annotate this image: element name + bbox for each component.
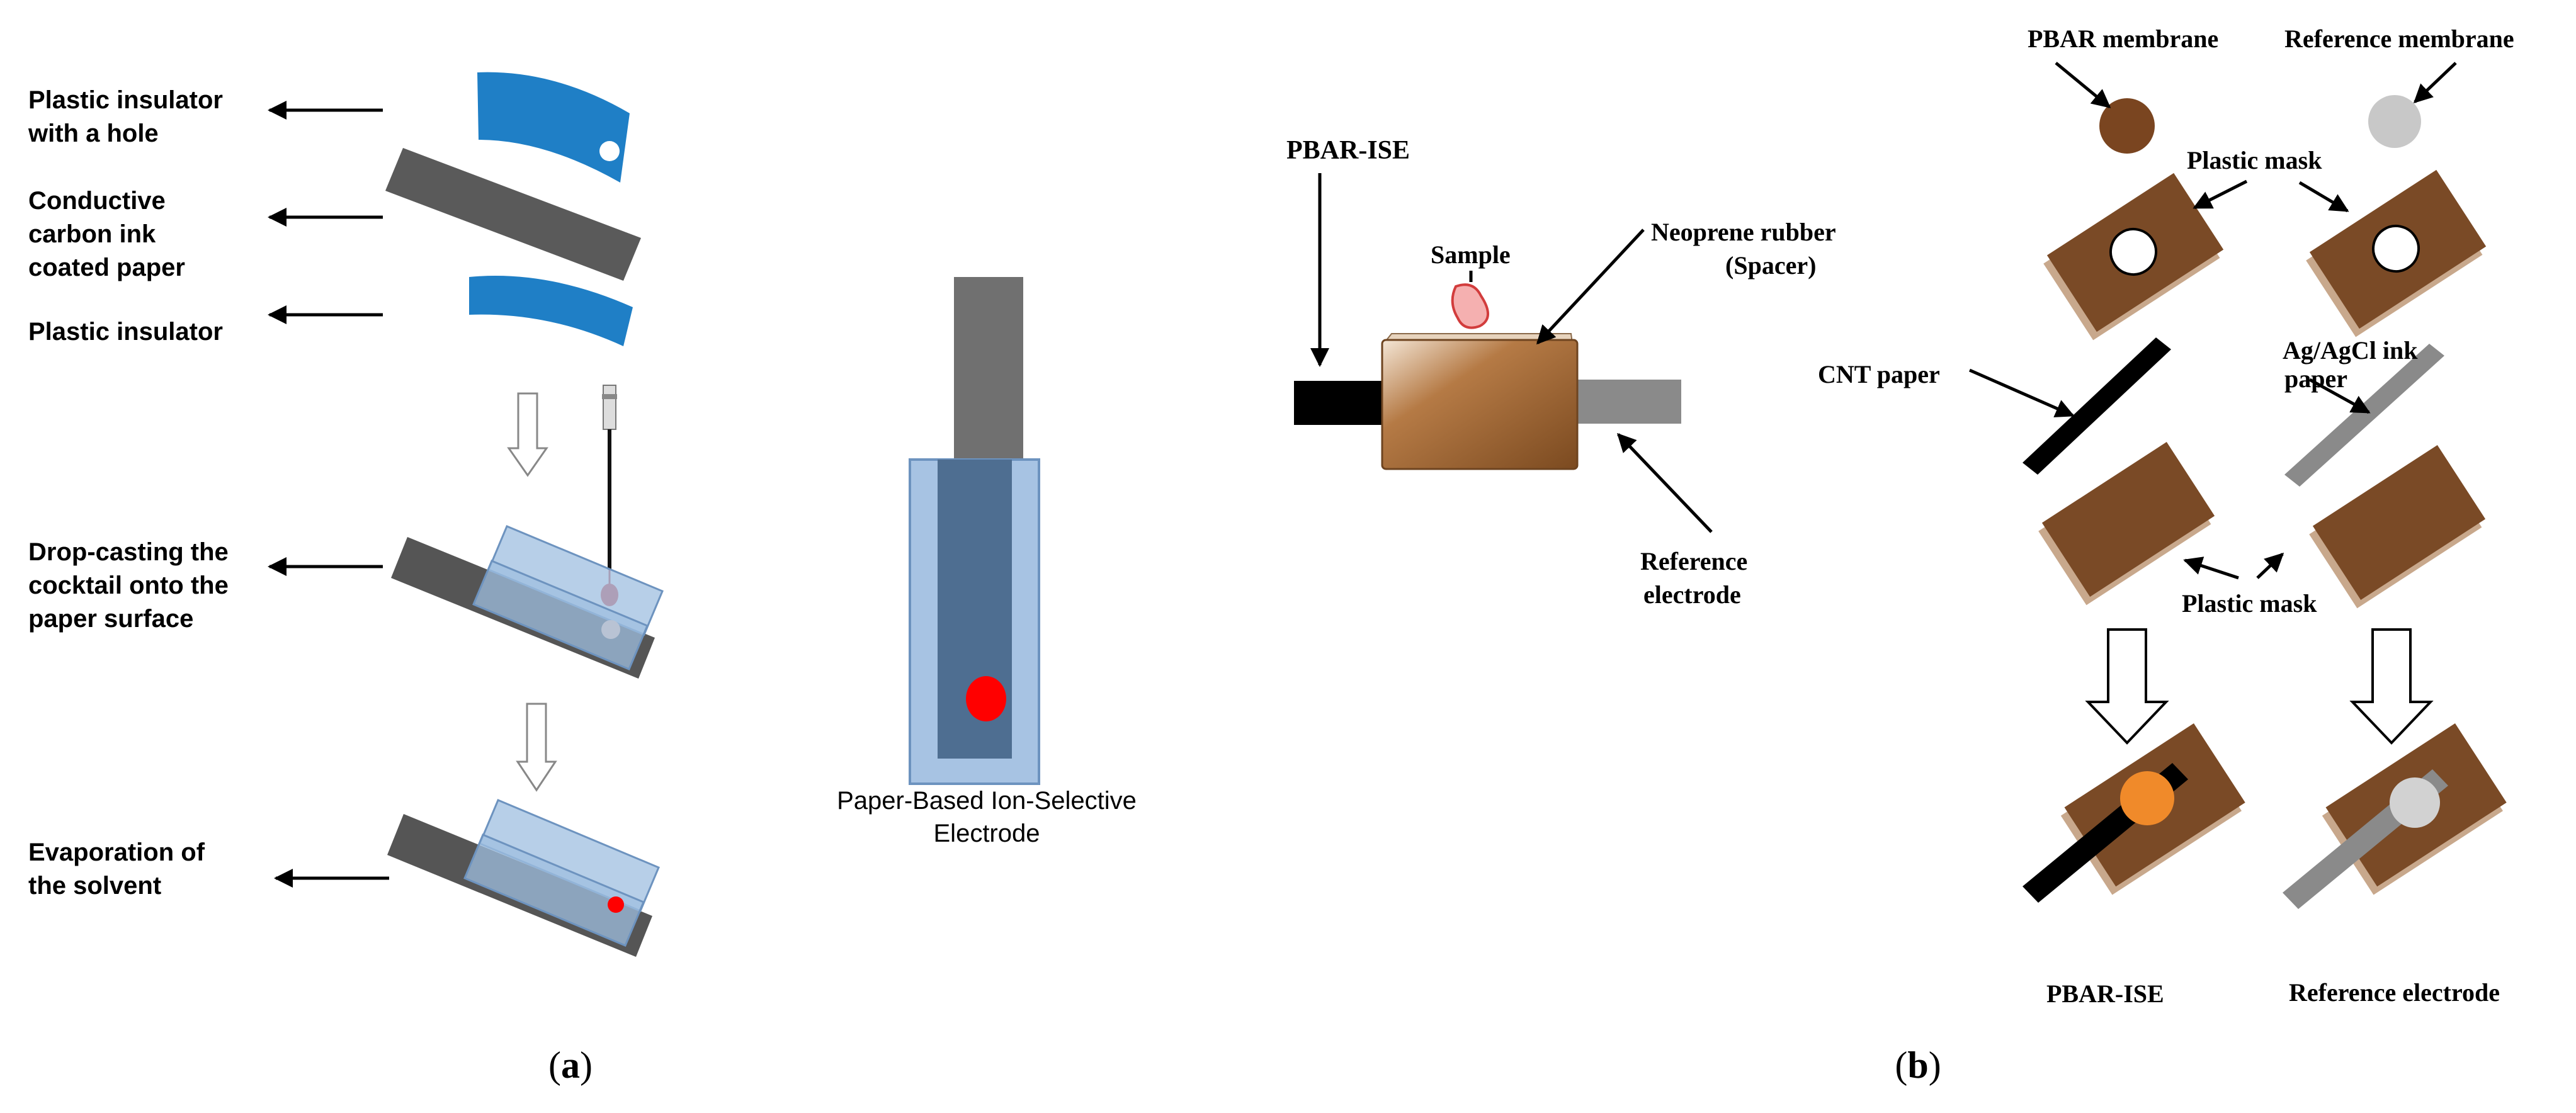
panel-label-a: (a) (548, 1044, 593, 1086)
pbar-ise-strip (1294, 381, 1388, 425)
panel-label-b: (b) (1895, 1044, 1941, 1086)
plastic-insulator-with-hole (477, 72, 630, 183)
label-carbon-paper-line3: coated paper (28, 254, 185, 281)
arrow-pbar-membrane (2055, 62, 2111, 108)
cocktail-spot (601, 620, 620, 639)
reference-membrane-applied (2390, 777, 2440, 828)
cnt-paper-strip (2023, 337, 2171, 475)
device-caption-line2: Electrode (934, 820, 1040, 847)
label-insulator-hole-line2: with a hole (28, 120, 159, 147)
panel-b: PBAR-ISE Sample Neoprene rubber (Spacer)… (1286, 25, 2514, 1086)
arrow-reference-electrode (1616, 432, 1713, 533)
arrow-plastic-mask-bottom-left (2183, 556, 2239, 580)
down-arrow-2 (516, 703, 557, 792)
label-agcl-line2: paper (2284, 364, 2347, 393)
label-plastic-mask-bottom: Plastic mask (2182, 589, 2317, 618)
arrow-reference-membrane (2413, 62, 2457, 104)
label-result-reference: Reference electrode (2289, 978, 2500, 1007)
label-plastic-mask-top: Plastic mask (2187, 146, 2322, 174)
label-reference-membrane: Reference membrane (2284, 25, 2514, 53)
down-arrow-1 (507, 392, 548, 477)
label-reference-line2: electrode (1643, 580, 1741, 609)
arrow-spacer (1536, 229, 1645, 345)
label-result-pbar: PBAR-ISE (2046, 980, 2164, 1008)
label-dropcast-line1: Drop-casting the (28, 538, 229, 566)
label-sample: Sample (1431, 240, 1511, 269)
label-dropcast-line3: paper surface (28, 605, 193, 633)
label-spacer-line2: (Spacer) (1725, 251, 1816, 280)
label-spacer-line1: Neoprene rubber (1651, 218, 1836, 246)
pbar-membrane (2099, 98, 2155, 154)
neoprene-spacer (1381, 339, 1579, 470)
label-carbon-paper-line2: carbon ink (28, 220, 156, 248)
label-pbar-membrane: PBAR membrane (2028, 25, 2218, 53)
pbar-membrane-applied (2120, 771, 2174, 825)
label-reference-line1: Reference (1640, 547, 1747, 575)
reference-membrane (2368, 95, 2421, 148)
label-carbon-paper-line1: Conductive (28, 187, 166, 215)
carbon-ink-paper (385, 148, 641, 281)
arrow-plastic-mask-top-left (2193, 179, 2248, 210)
plastic-mask-bottom-right (2309, 445, 2486, 609)
label-cnt-paper: CNT paper (1818, 360, 1940, 388)
plastic-mask-top-right (2306, 169, 2487, 337)
down-arrow-pbar (2085, 628, 2169, 745)
insulator-hole (599, 141, 620, 161)
dropcast-device (391, 525, 664, 679)
arrow-cnt-paper (1968, 368, 2075, 417)
arrow-plastic-mask-top-right (2298, 181, 2349, 213)
plastic-mask-top-left (2043, 172, 2224, 341)
reference-strip (1562, 380, 1681, 424)
label-evaporation-line1: Evaporation of (28, 839, 205, 866)
ise-membrane-spot (966, 676, 1006, 721)
arrow-agcl-paper (2308, 378, 2371, 414)
label-dropcast-line2: cocktail onto the (28, 572, 229, 599)
label-insulator-hole-line1: Plastic insulator (28, 86, 223, 114)
plastic-insulator (469, 276, 633, 346)
evaporated-spot (608, 896, 624, 913)
final-pbar-ise (2023, 723, 2245, 903)
down-arrow-reference (2349, 628, 2434, 745)
arrow-plastic-mask-bottom-right (2256, 552, 2284, 579)
paper-ise-device (909, 277, 1040, 785)
plastic-mask-bottom-left (2038, 442, 2215, 606)
final-reference-electrode (2283, 723, 2507, 909)
label-agcl-line1: Ag/AgCl ink (2283, 336, 2418, 364)
device-caption-line1: Paper-Based Ion-Selective (837, 787, 1137, 815)
label-pbar-ise-assembly: PBAR-ISE (1286, 136, 1410, 165)
evaporated-device (387, 799, 660, 957)
label-evaporation-line2: the solvent (28, 872, 161, 900)
sample-drop-icon (1451, 283, 1489, 329)
label-insulator: Plastic insulator (28, 318, 223, 346)
agcl-paper-strip (2284, 344, 2444, 487)
panel-a: Plastic insulator with a hole Conductive… (28, 72, 1137, 1086)
